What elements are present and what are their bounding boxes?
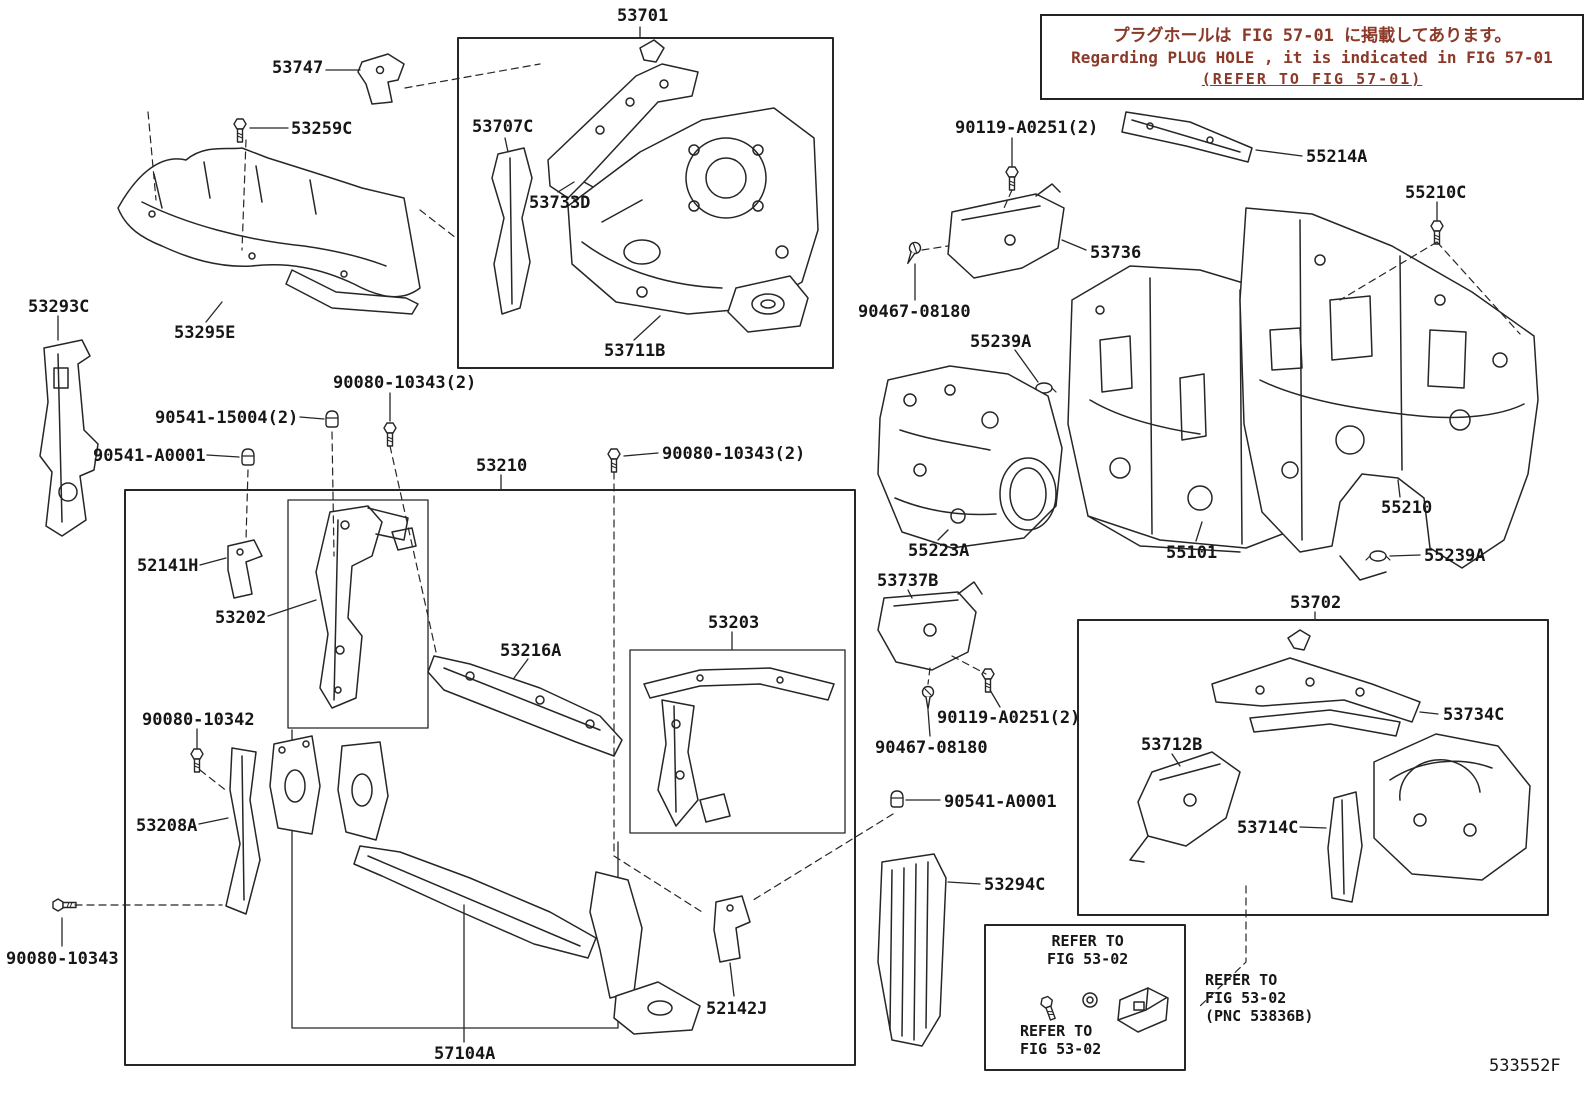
grommet-icon (241, 448, 255, 466)
bolt-icon (1038, 994, 1060, 1022)
screw-icon (902, 239, 924, 267)
shield-53294C-drawing (877, 853, 947, 1047)
carrier-plate-brackets-drawing (269, 735, 389, 841)
group-box-53701 (457, 37, 834, 369)
bolt-icon (1430, 220, 1444, 245)
apron-bracket-drawing (727, 275, 809, 333)
splash-shield-53714C-drawing (1327, 791, 1363, 903)
support-side-53203-drawing (643, 667, 835, 827)
apron-reinforcement-53707C-drawing (491, 147, 533, 315)
grommet-icon (325, 410, 339, 428)
washer-icon (1082, 992, 1098, 1008)
bolt-icon (233, 118, 247, 143)
notice-box: プラグホールは FIG 57-01 に掲載してあります。 Regarding P… (1040, 14, 1584, 100)
cowl-top-side-53736-drawing (947, 183, 1065, 279)
notice-line-japanese: プラグホールは FIG 57-01 に掲載してあります。 (1112, 25, 1512, 46)
cowl-top-panel-55214A-drawing (1121, 111, 1253, 163)
bracket-52142J-drawing (713, 895, 751, 963)
bolt-icon (1005, 166, 1019, 191)
front-wheelhouse-apron-53711B-drawing (567, 107, 819, 315)
apron-rear-53712B-drawing (1129, 751, 1241, 863)
support-upper-53216A-drawing (427, 655, 623, 757)
dash-panel-insulator-55223A-drawing (877, 365, 1063, 549)
bracket-52141H-drawing (227, 539, 263, 599)
rear-wheelhouse-drawing (1373, 733, 1531, 881)
bolt-icon (190, 748, 204, 773)
apron-rear-rail-53734C-drawing (1211, 629, 1421, 737)
notice-line-english: Regarding PLUG HOLE , it is indicated in… (1071, 47, 1553, 67)
retainer-clip-icon (1117, 987, 1169, 1033)
radiator-support-upper-53295E-drawing (117, 147, 421, 315)
construction-lines (74, 63, 1521, 1009)
bolt-icon (52, 898, 77, 912)
tie-bar-53208A-drawing (225, 747, 261, 915)
group-box-53210 (124, 489, 856, 1066)
screw-icon (921, 685, 935, 710)
cowl-side-panel-53293C-drawing (39, 339, 99, 537)
bracket-53747-drawing (357, 53, 405, 105)
notice-line-refer: (REFER TO FIG 57-01) (1201, 69, 1423, 88)
group-box-53702 (1077, 619, 1549, 916)
leader-lines (57, 26, 1439, 1043)
lower-crossmember-57104A-drawing (353, 845, 701, 1035)
grommet-icon (890, 790, 904, 808)
bracket-53737B-drawing (877, 581, 983, 671)
clip-icon (1365, 550, 1391, 562)
bolt-icon (383, 422, 397, 447)
group-box-refer (984, 924, 1186, 1071)
support-side-53202-drawing (315, 505, 417, 709)
dash-panel-rear-55210-drawing (1239, 207, 1539, 581)
group-box-53203 (629, 649, 846, 834)
figure-id: 533552F (1489, 1056, 1561, 1076)
bolt-icon (607, 448, 621, 473)
